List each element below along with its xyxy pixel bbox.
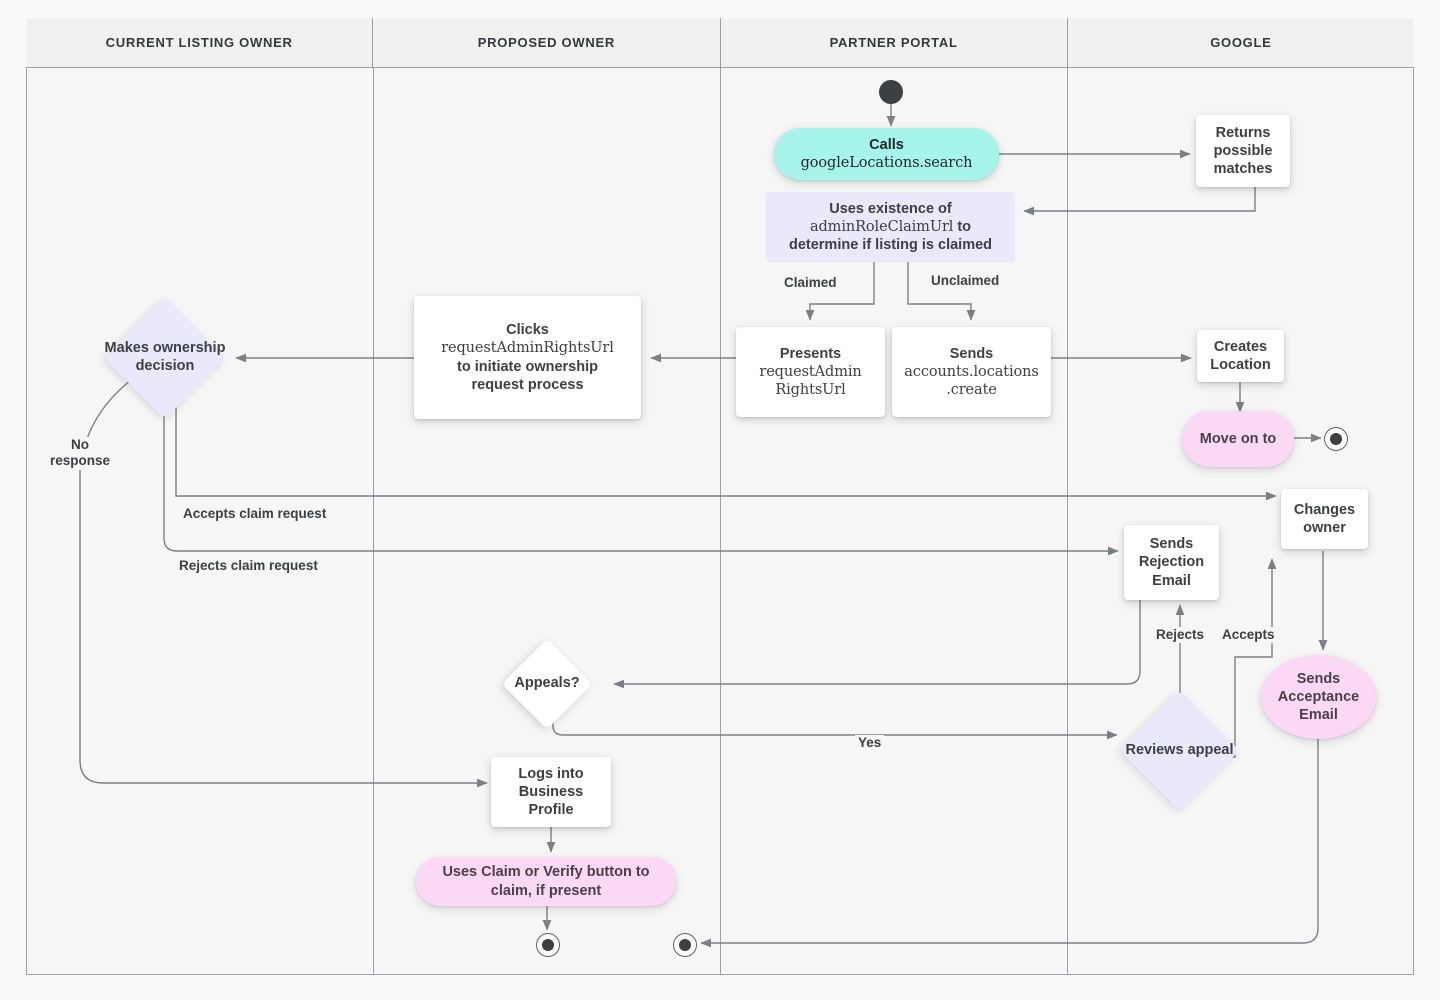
node-line-1: Makes <box>104 340 149 357</box>
node-uses-claim-or-verify-button[interactable]: Uses Claim or Verify button to claim, if… <box>416 857 676 906</box>
diamond-text: Makes ownership decision <box>94 340 236 375</box>
node-calls-google-locations-search[interactable]: Calls googleLocations.search <box>774 128 999 180</box>
edge-accepts-claim-request <box>175 402 1277 501</box>
node-line-3: to initiate ownership <box>457 358 598 375</box>
node-line-1: Uses Claim or Verify button to <box>442 864 650 881</box>
node-uses-existence-of-adminroleclaimurl[interactable]: Uses existence of adminRoleClaimUrl to d… <box>766 192 1015 262</box>
node-line-1: Sends <box>1149 536 1194 553</box>
node-line-3: Email <box>1152 572 1191 589</box>
diamond-label: Reviews appeal <box>1117 708 1242 793</box>
node-clicks-requestadminrightsurl[interactable]: Clicks requestAdminRightsUrl to initiate… <box>414 296 641 419</box>
node-line-3: determine if listing is claimed <box>788 237 993 254</box>
node-line-1: Presents <box>779 345 842 362</box>
edge-rejection-to-appeals <box>613 600 1141 689</box>
lane-header-current-listing-owner: CURRENT LISTING OWNER <box>26 18 374 67</box>
node-line-1: Reviews <box>1125 741 1184 758</box>
edge-label-line-2: response <box>49 453 111 469</box>
node-returns-possible-matches[interactable]: Returns possible matches <box>1196 115 1290 187</box>
node-line-3: Email <box>1299 707 1338 724</box>
lane-header-partner-portal: PARTNER PORTAL <box>721 18 1068 67</box>
diamond-label: Makes ownership decision <box>94 315 236 401</box>
node-text: Changes owner <box>1293 501 1356 536</box>
end-node-proposed-owner <box>536 933 560 957</box>
lane-header-label: GOOGLE <box>1210 35 1272 50</box>
node-line-1: Uses existence of <box>829 200 952 217</box>
end-node-partner-portal <box>673 933 697 957</box>
node-sends-accounts-locations-create[interactable]: Sends accounts.locations .create <box>892 327 1051 417</box>
node-line-1: Clicks <box>506 321 549 338</box>
node-line-2: appeal <box>1187 741 1234 758</box>
edge-no-response <box>79 371 488 788</box>
edge-label-claimed: Claimed <box>781 275 840 292</box>
node-line-1: Sends <box>1296 670 1341 687</box>
node-line-1: Sends <box>949 345 994 362</box>
node-line-2: googleLocations.search <box>800 155 973 171</box>
node-inline-code: adminRoleClaimUrl <box>809 218 954 235</box>
end-node-google <box>1324 427 1348 451</box>
node-text: Move on to <box>1199 430 1277 447</box>
edge-uses-to-presents <box>805 261 875 321</box>
node-line-2: ownership <box>152 340 226 357</box>
node-text: Returns possible matches <box>1213 124 1273 178</box>
node-line-2: requestAdmin <box>759 363 862 380</box>
lane-header-label: CURRENT LISTING OWNER <box>105 35 293 50</box>
node-sends-acceptance-email[interactable]: Sends Acceptance Email <box>1261 655 1376 739</box>
edge-label-line-1: No <box>71 437 89 452</box>
edge-label-rejects: Rejects <box>1153 627 1208 644</box>
edge-rejects-claim-request <box>163 402 1119 556</box>
edge-label-rejects-claim-request: Rejects claim request <box>176 558 321 575</box>
node-logs-into-business-profile[interactable]: Logs into Business Profile <box>491 757 611 827</box>
node-appeals-question[interactable]: Appeals? <box>501 638 593 730</box>
lane-header-proposed-owner: PROPOSED OWNER <box>373 18 721 67</box>
node-makes-ownership-decision[interactable]: Makes ownership decision <box>104 297 226 419</box>
diamond-text: Reviews appeal <box>1125 742 1233 760</box>
edge-label-unclaimed: Unclaimed <box>928 273 1003 290</box>
node-line-2: claim, if present <box>490 882 602 899</box>
edge-label-accepts-claim-request: Accepts claim request <box>180 506 330 523</box>
node-line-2: Rejection <box>1138 554 1205 571</box>
node-line-3: decision <box>135 358 195 374</box>
swimlane-header-row: CURRENT LISTING OWNER PROPOSED OWNER PAR… <box>26 18 1414 68</box>
lane-header-label: PARTNER PORTAL <box>829 35 958 50</box>
node-inline-tail: to <box>953 218 972 235</box>
node-reviews-appeal[interactable]: Reviews appeal <box>1119 690 1240 811</box>
node-presents-requestadminrightsurl[interactable]: Presents requestAdmin RightsUrl <box>736 327 885 417</box>
lane-header-google: GOOGLE <box>1068 18 1414 67</box>
lane-header-label: PROPOSED OWNER <box>477 35 615 50</box>
start-node <box>879 80 903 104</box>
node-creates-location[interactable]: Creates Location <box>1197 330 1284 382</box>
node-line-4: request process <box>471 376 584 393</box>
node-line-3: Profile <box>528 802 574 819</box>
node-line-2: accounts.locations <box>904 363 1039 380</box>
node-line-1: Logs into <box>518 765 584 782</box>
node-changes-owner[interactable]: Changes owner <box>1281 489 1368 549</box>
node-sends-rejection-email[interactable]: Sends Rejection Email <box>1124 525 1219 600</box>
edge-acceptance-to-end <box>700 733 1319 948</box>
node-text: Appeals? <box>514 675 580 692</box>
edge-label-yes: Yes <box>855 735 885 752</box>
node-line-3: RightsUrl <box>775 382 846 399</box>
node-line-1: Calls <box>869 136 904 153</box>
node-line-2: adminRoleClaimUrl to <box>810 218 971 236</box>
node-line-2: requestAdminRightsUrl <box>441 340 614 357</box>
edge-returns-to-uses <box>1023 186 1256 216</box>
edge-appeals-yes-to-reviews <box>552 715 1118 740</box>
node-text: Creates Location <box>1210 338 1271 373</box>
diamond-label: Appeals? <box>493 652 601 716</box>
edge-label-accepts: Accepts <box>1219 627 1278 644</box>
edge-uses-to-sends-create <box>907 261 976 321</box>
edge-label-no-response: No response <box>42 437 118 470</box>
node-move-on-to[interactable]: Move on to <box>1182 411 1294 467</box>
node-line-3: .create <box>946 382 997 399</box>
node-line-2: Business <box>518 783 584 800</box>
node-line-2: Acceptance <box>1277 688 1360 705</box>
